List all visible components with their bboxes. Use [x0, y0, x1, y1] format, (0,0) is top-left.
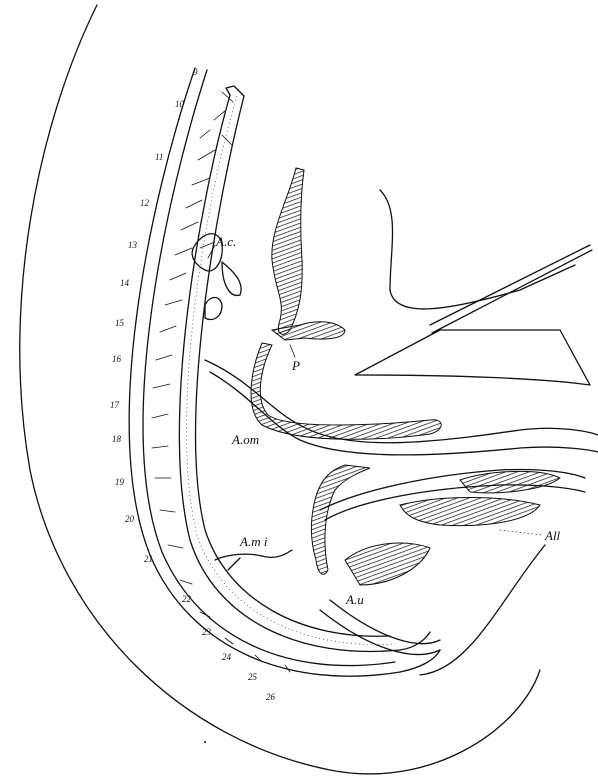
segment-number: 11	[155, 152, 163, 162]
segment-number: 12	[140, 198, 150, 208]
mesenteric-artery	[215, 550, 292, 570]
umbilical-artery-mass	[345, 543, 430, 585]
allantois-upper	[460, 471, 560, 492]
vitelline-vein	[251, 343, 441, 439]
tail-lines	[320, 600, 440, 654]
leader-p	[290, 345, 295, 357]
segment-number: 21	[144, 554, 153, 564]
segment-number: 15	[115, 318, 125, 328]
segment-number: 13	[128, 240, 138, 250]
segment-number: 18	[112, 434, 122, 444]
stray-dot	[204, 741, 206, 743]
embryo-tail-outline	[420, 545, 545, 675]
segment-numbers: 9 10 11 12 13 14 15 16 17 18 19 20 21 22…	[110, 67, 276, 702]
label-aorta-omphalomesenterica: A.om	[231, 432, 259, 447]
segment-number: 19	[115, 477, 125, 487]
arch-region-3	[222, 262, 241, 295]
limb-bud-outline	[380, 190, 575, 309]
heart-tube	[272, 168, 304, 334]
segment-number: 9	[193, 67, 198, 77]
limb-bud-tip	[430, 245, 592, 333]
leader-all	[500, 530, 542, 535]
tube-head	[226, 86, 244, 96]
segment-number: 10	[175, 99, 185, 109]
label-arteria-mesenterica: A.m i	[239, 534, 268, 549]
segment-number: 16	[112, 354, 122, 364]
label-arteria-umbilicalis: A.u	[345, 592, 364, 607]
label-arteria-carotis: A.c.	[215, 234, 236, 249]
segment-number: 22	[182, 594, 192, 604]
label-allantois: All	[544, 528, 561, 543]
segment-number: 25	[248, 672, 258, 682]
segment-number: 23	[202, 627, 212, 637]
wedge-outline	[355, 330, 590, 385]
segment-number: 24	[222, 652, 232, 662]
segment-number: 26	[266, 692, 276, 702]
arch-region-2	[205, 298, 222, 320]
neural-tube-outer	[129, 68, 440, 676]
segmental-arteries	[152, 92, 290, 672]
allantois-lower	[400, 498, 540, 526]
segment-number: 14	[120, 278, 130, 288]
embryo-body-outline	[20, 5, 540, 774]
label-p: P	[291, 358, 300, 373]
segment-number: 20	[125, 514, 135, 524]
segment-number: 17	[110, 400, 120, 410]
